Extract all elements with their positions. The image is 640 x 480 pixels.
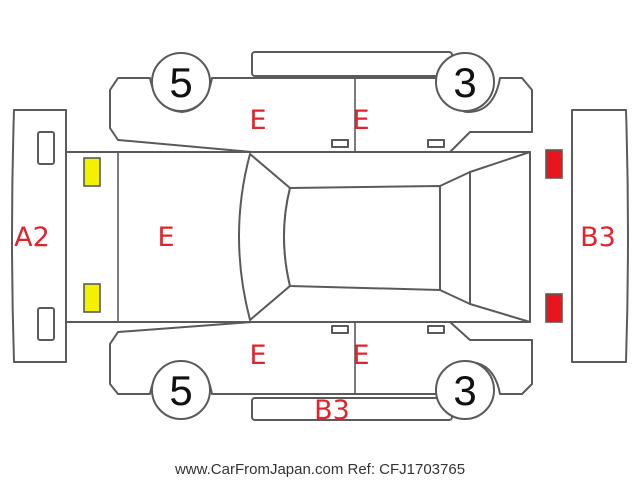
wheel-front-right: 5 xyxy=(151,360,211,420)
right-rear-door-handle xyxy=(427,325,445,334)
label-left-rear-door: E xyxy=(352,105,369,136)
label-rear-bumper: B3 xyxy=(580,222,616,253)
wheel-front-left-grade: 5 xyxy=(169,59,192,106)
label-right-front-door: E xyxy=(249,340,266,371)
label-front-bumper: A2 xyxy=(14,222,50,253)
left-rear-door-handle xyxy=(427,139,445,148)
watermark-text: www.CarFromJapan.com Ref: CFJ1703765 xyxy=(174,461,465,478)
rear-light-top xyxy=(545,149,563,179)
tailgate xyxy=(469,151,531,323)
wheel-rear-right: 3 xyxy=(435,360,495,420)
front-light-bottom xyxy=(83,283,101,313)
roof xyxy=(283,185,441,291)
front-bumper xyxy=(11,109,67,363)
rear-bumper xyxy=(571,109,629,363)
label-right-rear-door: E xyxy=(352,340,369,371)
right-front-door-handle xyxy=(331,325,349,334)
left-front-door-handle xyxy=(331,139,349,148)
wheel-rear-right-grade: 3 xyxy=(453,367,476,414)
wheel-rear-left-grade: 3 xyxy=(453,59,476,106)
bottom-sill-strip xyxy=(251,397,453,421)
front-bumper-slot-bottom xyxy=(37,307,55,341)
label-left-front-door: E xyxy=(249,105,266,136)
wheel-rear-left: 3 xyxy=(435,52,495,112)
front-bumper-slot-top xyxy=(37,131,55,165)
label-bottom-sill: B3 xyxy=(314,395,350,426)
wheel-front-right-grade: 5 xyxy=(169,367,192,414)
rear-window xyxy=(439,171,471,305)
front-light-top xyxy=(83,157,101,187)
rear-light-bottom xyxy=(545,293,563,323)
label-hood: E xyxy=(157,222,174,253)
wheel-front-left: 5 xyxy=(151,52,211,112)
top-roof-strip xyxy=(251,51,453,77)
